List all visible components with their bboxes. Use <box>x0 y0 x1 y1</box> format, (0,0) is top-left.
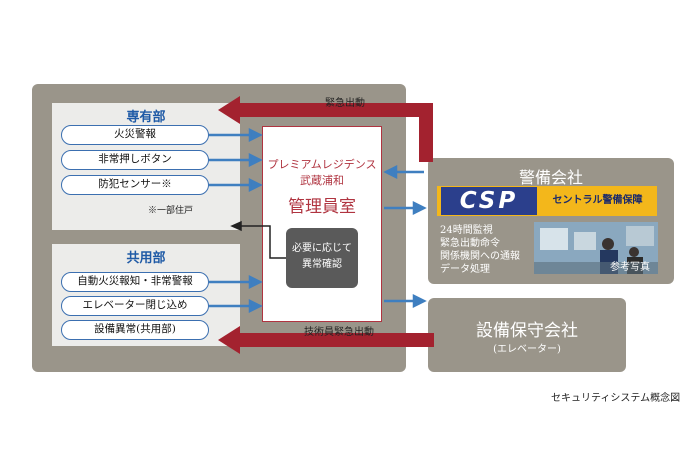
exclusive-area-title: 専有部 <box>126 110 166 125</box>
service-dispatch: 緊急出動命令 <box>440 238 500 249</box>
maintenance-company-subtitle: (エレベーター) <box>493 344 561 355</box>
check-back-arrow <box>230 220 286 259</box>
common-item-equipment: 設備異常(共用部) <box>61 320 209 340</box>
management-room-box <box>262 126 382 322</box>
common-area-title: 共用部 <box>126 251 166 266</box>
check-line-1: 必要に応じて <box>292 243 352 254</box>
check-box: 必要に応じて 異常確認 <box>286 228 358 288</box>
maintenance-company-panel <box>428 298 626 372</box>
emergency-dispatch-label: 緊急出動 <box>325 98 365 109</box>
office-photo-icon <box>534 222 658 274</box>
common-blue-arrows <box>209 274 263 314</box>
tech-dispatch-label: 技術員緊急出動 <box>304 327 374 338</box>
residence-name: プレミアムレジデンス <box>267 158 377 171</box>
check-line-2: 異常確認 <box>302 259 342 270</box>
security-company-title: 警備会社 <box>518 168 583 187</box>
exclusive-blue-arrows <box>209 127 263 193</box>
common-item-elevator: エレベーター閉じ込め <box>61 296 209 316</box>
exclusive-item-security-sensor: 防犯センサー※ <box>61 175 209 195</box>
service-notify: 関係機関への通報 <box>440 251 520 262</box>
exclusive-item-fire-alarm: 火災警報 <box>61 125 209 145</box>
emergency-arrow-head <box>218 96 240 124</box>
csp-company-name: セントラル警備保障 <box>552 195 643 206</box>
common-item-auto-fire: 自動火災報知・非常警報 <box>61 272 209 292</box>
exclusive-note: ※一部住戸 <box>148 206 194 216</box>
service-data: データ処理 <box>440 264 490 275</box>
photo-caption: 参考写真 <box>610 262 650 273</box>
tech-arrow-head <box>218 326 240 354</box>
residence-location: 武蔵浦和 <box>300 174 344 187</box>
csp-logo: CSP <box>441 187 537 215</box>
diagram-caption: セキュリティシステム概念図 <box>551 393 681 404</box>
exclusive-item-emergency-button: 非常押しボタン <box>61 150 209 170</box>
management-room-title: 管理員室 <box>288 197 356 217</box>
service-monitoring: 24時間監視 <box>440 225 493 236</box>
center-security-arrows <box>383 164 427 309</box>
maintenance-company-title: 設備保守会社 <box>476 321 578 341</box>
emergency-arrow-path <box>238 103 433 162</box>
reference-photo <box>534 222 658 274</box>
